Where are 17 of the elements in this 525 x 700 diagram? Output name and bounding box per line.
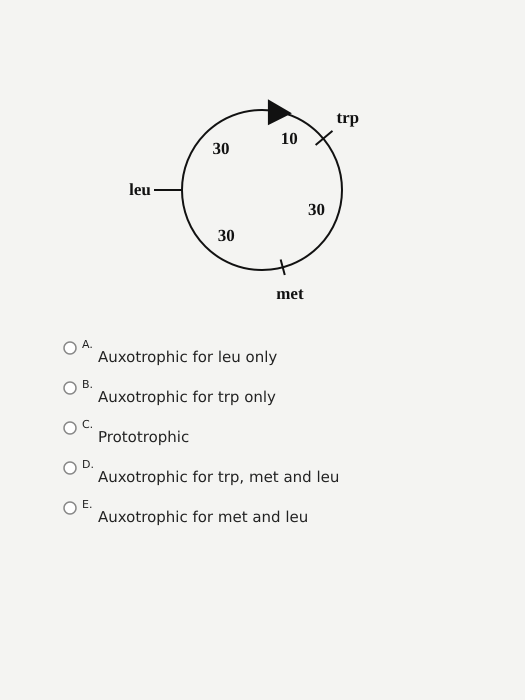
gene-label: leu <box>129 180 151 200</box>
option-letter: A. <box>82 338 93 351</box>
distance-label: 30 <box>218 226 235 246</box>
answer-option: Auxotrophic for trp, met and leu <box>98 468 340 486</box>
option-letter: B. <box>82 378 94 391</box>
gene-label: trp <box>336 108 360 128</box>
distance-label: 30 <box>308 200 325 220</box>
distance-label: 30 <box>212 138 230 159</box>
option-letter: C. <box>82 418 94 431</box>
option-letter: E. <box>82 498 92 511</box>
distance-label: 10 <box>280 128 298 149</box>
answer-option: Prototrophic <box>98 428 190 446</box>
answer-option: Auxotrophic for met and leu <box>98 508 308 526</box>
answer-option: Auxotrophic for trp only <box>98 388 276 406</box>
gene-label: met <box>276 284 304 304</box>
answer-option: Auxotrophic for leu only <box>98 348 278 366</box>
option-letter: D. <box>82 458 94 471</box>
